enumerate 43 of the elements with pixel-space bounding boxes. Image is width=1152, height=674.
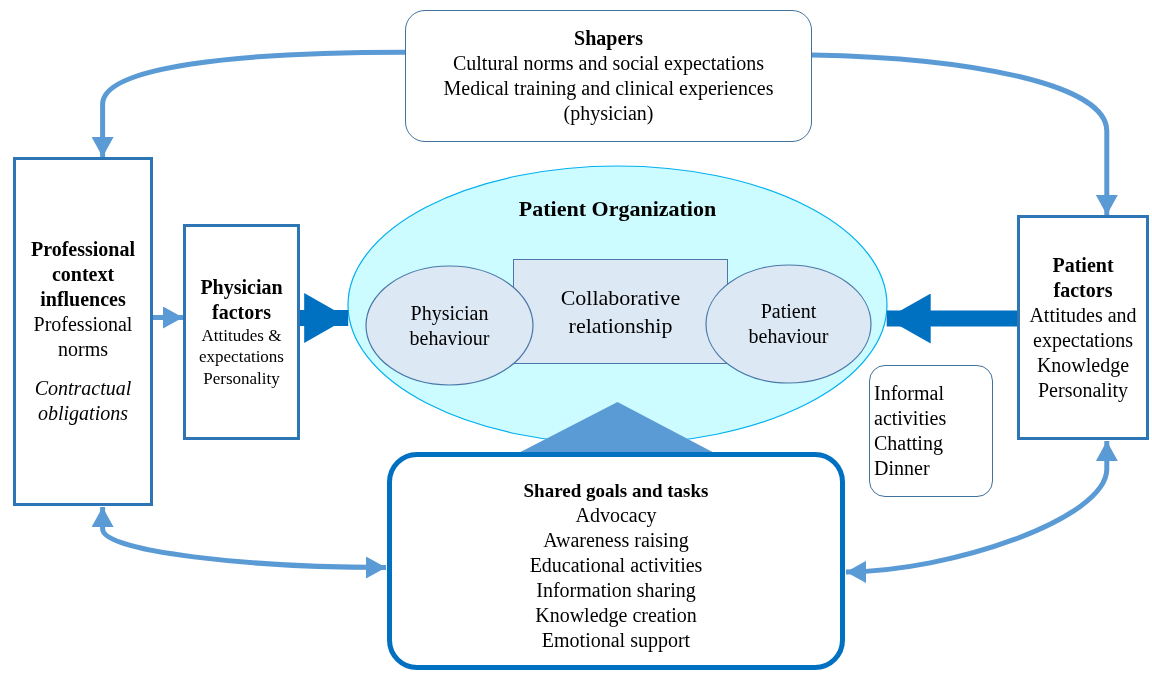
heading: Shared goals and tasks [523,479,709,503]
label: Educational activities [529,552,703,578]
heading: Shapers [574,26,643,51]
rect-box [1017,215,1149,440]
rect-box [183,224,300,440]
rounded-box [405,10,812,142]
heading: Professional context influences [29,237,137,312]
label: Information sharing [536,577,696,603]
label: Advocacy [575,502,657,528]
label: Contractual obligations [33,376,133,426]
arrow [886,293,1017,344]
behaviour-ellipse [705,264,872,384]
triangle-arrow [520,402,713,452]
rounded-box [387,452,845,670]
rounded-box [869,365,993,497]
label: Personality [1038,377,1128,403]
label: Cultural norms and social expectations [452,51,764,76]
arrow [153,306,183,329]
label: Attitudes and expectations [1028,302,1138,353]
label: Informal activities [874,381,948,431]
heading: Patient Organization [518,195,717,223]
label: Personality [203,367,280,389]
label: Dinner [874,456,930,481]
behaviour-ellipse [365,265,534,386]
label: Emotional support [541,627,691,653]
heading: Physician factors [199,275,284,326]
label: Attitudes & expectations [198,325,285,368]
arrow [91,49,405,157]
label: Patient behaviour [747,299,830,349]
arrow [300,293,349,343]
rect-box [13,157,153,506]
label: Knowledge creation [535,602,697,628]
label: Physician behaviour [408,300,491,351]
label: Chatting [874,431,943,456]
arrow [91,507,387,579]
label: Awareness raising [543,527,689,553]
label: Professional norms [32,312,134,362]
heading: Patient factors [1051,252,1115,303]
arrow [845,441,1118,583]
arrow [811,52,1118,215]
label: Collaborative relationship [559,284,682,339]
label: Knowledge [1036,352,1130,378]
label: Medical training and clinical experiences (physician) [442,76,775,126]
